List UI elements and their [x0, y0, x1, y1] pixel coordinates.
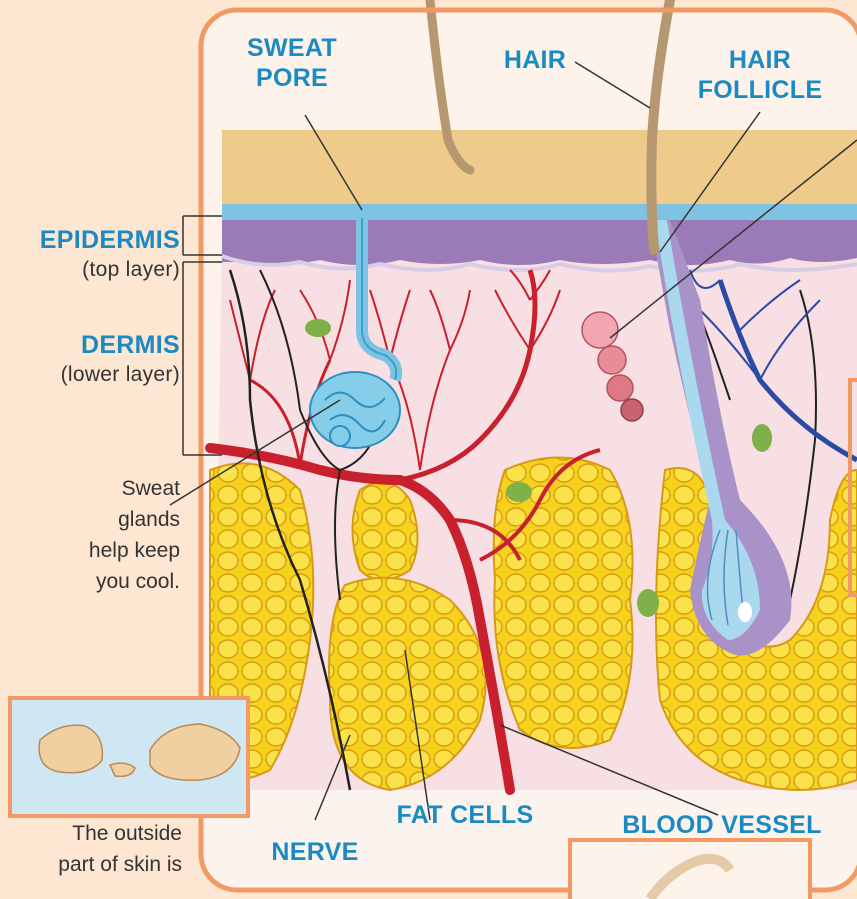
fat-cells-label: FAT CELLS — [370, 800, 560, 830]
skin-surface — [222, 130, 857, 208]
tissue-cell — [305, 319, 331, 337]
skin-flakes-inset — [10, 698, 248, 816]
epidermis-label: EPIDERMIS (top layer) — [0, 225, 180, 285]
sweat-pore-label-line1: SWEAT — [222, 33, 362, 63]
outside-skin-caption-line1: The outside — [10, 818, 182, 849]
hair-follicle-label-line1: HAIR — [690, 45, 830, 75]
epidermis-note: (top layer) — [0, 255, 180, 285]
hair-follicle-label-line2: FOLLICLE — [690, 75, 830, 105]
dermis-title: DERMIS — [0, 330, 180, 360]
hair-label: HAIR — [490, 45, 580, 75]
blood-vessel-label: BLOOD VESSEL — [597, 810, 847, 840]
epidermis-layer — [222, 220, 857, 265]
outside-skin-caption-line2: part of skin is — [10, 849, 182, 880]
epidermis-title: EPIDERMIS — [0, 225, 180, 255]
sweat-glands-caption: Sweat glands help keep you cool. — [30, 473, 180, 597]
dermis-note: (lower layer) — [0, 360, 180, 390]
sweat-glands-caption-line4: you cool. — [30, 566, 180, 597]
hair-follicle-label: HAIR FOLLICLE — [690, 45, 830, 105]
outside-skin-caption: The outside part of skin is — [10, 818, 182, 880]
sweat-glands-caption-line3: help keep — [30, 535, 180, 566]
sweat-glands-caption-line2: glands — [30, 504, 180, 535]
sweat-pore-label-line2: PORE — [222, 63, 362, 93]
nerve-label: NERVE — [245, 837, 385, 867]
sweat-pore-label: SWEAT PORE — [222, 33, 362, 93]
sweat-glands-caption-line1: Sweat — [30, 473, 180, 504]
dermis-label: DERMIS (lower layer) — [0, 330, 180, 390]
